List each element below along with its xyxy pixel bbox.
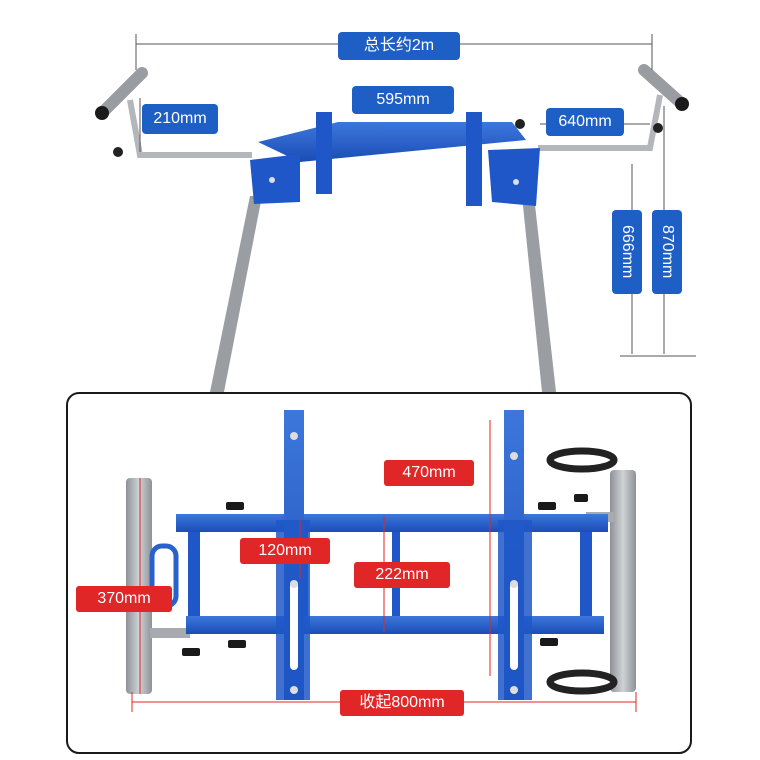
height-high-label: 870mm [652,210,682,294]
roller-cap [95,106,109,120]
frame-bar [186,616,604,634]
right-extension-arm [538,94,663,151]
stand-leg [210,196,262,392]
folded-view-frame [66,392,692,754]
arm-height-label: 210mm [142,104,218,134]
total-length-label: 总长约2m [338,32,460,60]
sliding-support [466,112,482,206]
extension-label: 640mm [546,108,624,136]
stand-leg [522,196,556,392]
folded-stand [126,410,636,700]
left-end-plate [250,154,300,204]
left-roller [96,67,148,119]
wheel-icon [546,669,618,695]
wheel-icon [546,447,618,473]
knob-icon [653,123,663,133]
right-roller [638,64,688,110]
frame-height-label: 222mm [354,562,450,588]
frame-bar [176,514,608,532]
bolt-icon [513,179,519,185]
roller-length-label: 370mm [76,586,172,612]
assembled-stand [95,64,689,392]
height-low-label: 666mm [612,210,642,294]
inner-width-label: 595mm [352,86,454,114]
dimension-lines [135,34,696,357]
right-end-plate [488,148,540,206]
bolt-icon [269,177,275,183]
knob-icon [515,119,525,129]
left-extension-arm [127,99,252,158]
roller-cap [675,97,689,111]
folded-length-label: 收起800mm [340,690,464,716]
gap-label: 120mm [240,538,330,564]
pillar-height-label: 470mm [384,460,474,486]
roller-pillar [610,470,636,692]
knob-icon [113,147,123,157]
sliding-support [316,112,332,194]
